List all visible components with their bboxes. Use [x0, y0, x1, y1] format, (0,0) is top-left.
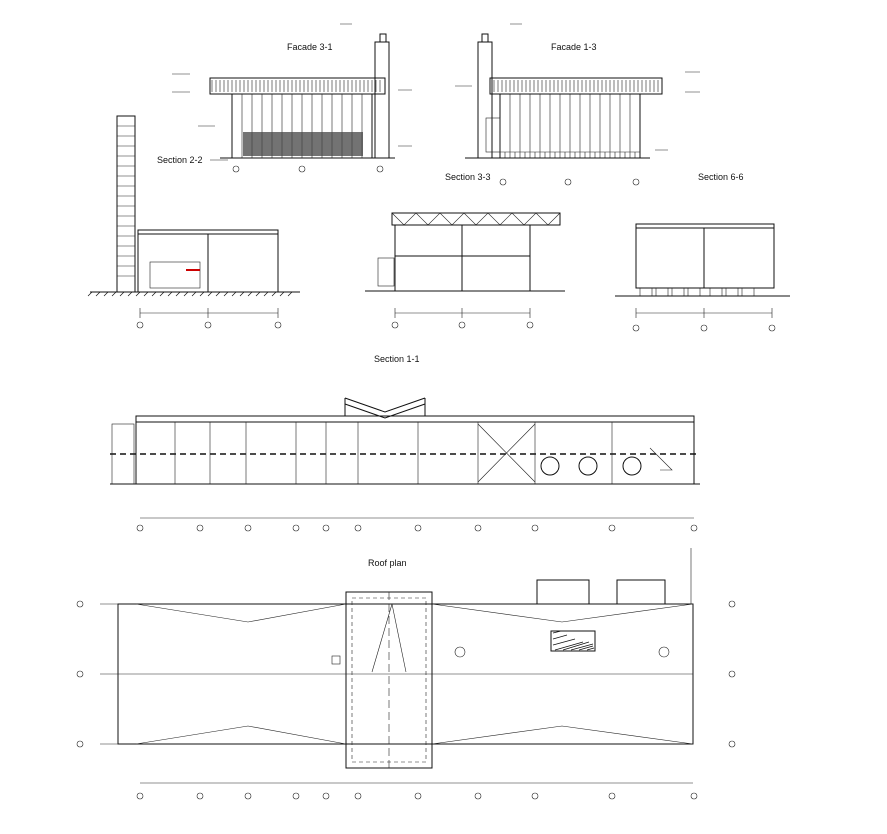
- section-3-3-roof-truss: [391, 212, 561, 226]
- section-2-2-chimney: [116, 115, 136, 293]
- facade-3-1: Facade 3-1: [172, 23, 412, 173]
- facade-1-3-axis-markers: [499, 178, 640, 186]
- facade-3-1-roof-hatch: [211, 80, 381, 92]
- section-1-1-skylight: [344, 397, 426, 419]
- facade-3-1-level-tags: [172, 23, 412, 161]
- chimney-cap: [379, 33, 387, 43]
- roof-plan-hatched-panel: [550, 630, 596, 652]
- chimney-rungs: [117, 125, 135, 277]
- section-2-2-equipment: [149, 261, 201, 289]
- facade-1-3-level-tags: [455, 23, 700, 151]
- truss-web: [391, 212, 561, 226]
- section-6-6-dimension-line: [635, 308, 773, 318]
- section-6-6-equipment-row: [639, 288, 755, 297]
- roof-plan-title: Roof plan: [368, 558, 407, 568]
- facade-3-1-title: Facade 3-1: [287, 42, 333, 52]
- panel-hatch: [552, 630, 595, 651]
- roof-plan-drain-left: [454, 646, 466, 658]
- facade-1-3-panels: [509, 94, 631, 158]
- section-1-1-axis-markers: [136, 524, 698, 532]
- section-1-1-unit-left: [540, 456, 560, 476]
- roof-plan-drain-right: [658, 646, 670, 658]
- section-2-2-dimension-line: [139, 308, 279, 318]
- facade-3-1-axis-markers: [232, 165, 384, 173]
- facade-1-3-side-unit: [485, 117, 501, 153]
- section-2-2-title: Section 2-2: [157, 155, 203, 165]
- section-3-3-stair: [377, 257, 395, 287]
- section-3-3-title: Section 3-3: [445, 172, 491, 182]
- roof-plan-side-axis-markers: [76, 600, 736, 748]
- section-6-6-building: [635, 223, 775, 289]
- roof-plan-axis-lines: [100, 603, 693, 745]
- facade-3-1-panels: [241, 94, 363, 158]
- section-1-1-opening-cross: [477, 423, 536, 483]
- section-6-6-title: Section 6-6: [698, 172, 744, 182]
- section-1-1-roof: [135, 415, 695, 423]
- facade-1-3-plinth: [500, 151, 640, 158]
- section-1-1-unit-middle: [578, 456, 598, 476]
- facade-3-1-glazing: [243, 132, 363, 156]
- section-2-2: Section 2-2: [87, 115, 300, 329]
- facade-3-1-chimney: [374, 41, 390, 159]
- facade-1-3-roof: [489, 77, 663, 95]
- roof-plan-bottom-axis-markers: [136, 792, 698, 800]
- section-1-1-ramp: [649, 447, 673, 471]
- section-1-1-partitions: [174, 422, 613, 484]
- section-1-1-wall: [135, 421, 695, 485]
- section-1-1: Section 1-1: [110, 354, 700, 532]
- section-2-2-axis-markers: [136, 321, 282, 329]
- section-1-1-unit-right: [622, 456, 642, 476]
- roof-plan-hatch-box: [331, 655, 341, 665]
- roof-plan-slope-lines: [135, 603, 694, 745]
- section-3-3-axis-markers: [391, 321, 534, 329]
- roof-plan-center-ridge: [371, 603, 407, 673]
- ground-hatch: [87, 291, 293, 297]
- section-1-1-title: Section 1-1: [374, 354, 420, 364]
- facade-1-3-title: Facade 1-3: [551, 42, 597, 52]
- roof-plan: Roof plan: [76, 548, 736, 800]
- section-3-3: Section 3-3: [365, 172, 565, 329]
- section-3-3-dimension-line: [394, 308, 531, 318]
- facade-1-3: Facade 1-3: [455, 23, 700, 186]
- facade-1-3-roof-hatch: [493, 80, 659, 92]
- roof-plan-vent-box-right: [616, 579, 666, 605]
- chimney-cap: [481, 33, 489, 43]
- section-6-6: Section 6-6: [615, 172, 790, 332]
- facade-1-3-chimney: [477, 41, 493, 159]
- roof-plan-vent-box-left: [536, 579, 590, 605]
- section-6-6-axis-markers: [632, 324, 776, 332]
